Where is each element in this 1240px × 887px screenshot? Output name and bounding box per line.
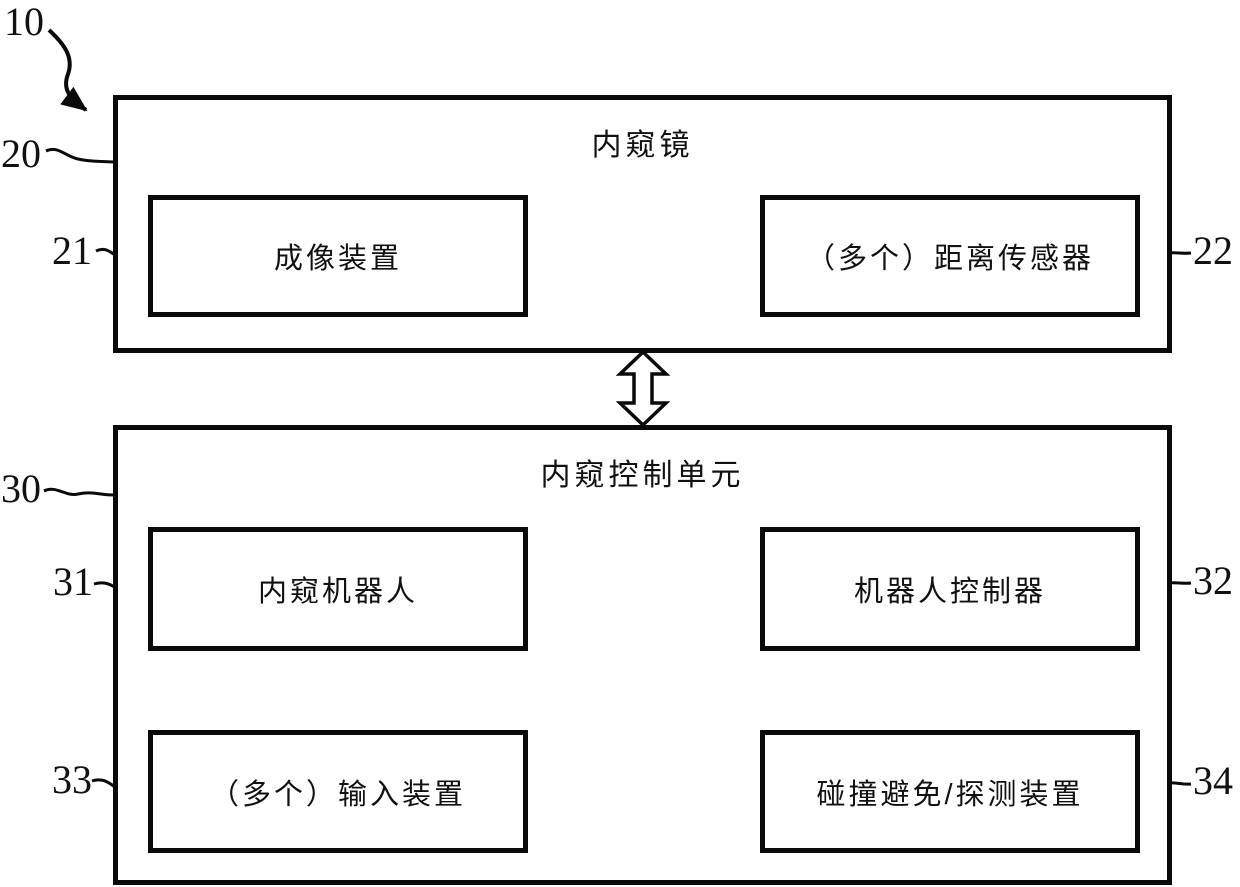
input-device-box: （多个）输入装置 bbox=[148, 730, 528, 853]
endoscopic-robot-box: 内窥机器人 bbox=[148, 527, 528, 651]
ref-label-control-unit: 30 bbox=[1, 466, 41, 511]
endoscope-box: 内窥镜 成像装置 （多个）距离传感器 bbox=[113, 95, 1172, 353]
distance-sensor-box: （多个）距离传感器 bbox=[760, 195, 1140, 317]
ref-10-arrow bbox=[47, 28, 88, 112]
bidirectional-arrow-vertical bbox=[615, 349, 671, 428]
endoscope-title: 内窥镜 bbox=[591, 129, 694, 162]
ref-label-collision-device: 34 bbox=[1193, 758, 1233, 803]
control-unit-title: 内窥控制单元 bbox=[540, 459, 745, 492]
endoscopic-robot-label: 内窥机器人 bbox=[257, 576, 418, 608]
ref-20-connector bbox=[45, 147, 114, 164]
ref-label-system: 10 bbox=[4, 0, 44, 44]
robot-controller-label: 机器人控制器 bbox=[853, 576, 1046, 608]
control-unit-box: 内窥控制单元 内窥机器人 机器人控制器 （多个）输入装置 碰撞避免/探测装置 bbox=[113, 425, 1172, 885]
robot-controller-box: 机器人控制器 bbox=[760, 527, 1140, 651]
input-device-label: （多个）输入装置 bbox=[209, 778, 466, 811]
distance-sensor-label: （多个）距离传感器 bbox=[805, 243, 1094, 275]
ref-label-distance-sensor: 22 bbox=[1193, 228, 1233, 273]
collision-device-box: 碰撞避免/探测装置 bbox=[760, 730, 1140, 853]
ref-label-endoscope: 20 bbox=[1, 131, 41, 176]
ref-label-endoscopic-robot: 31 bbox=[53, 559, 93, 604]
ref-30-connector bbox=[43, 487, 114, 497]
imaging-device-box: 成像装置 bbox=[148, 195, 528, 317]
ref-label-robot-controller: 32 bbox=[1193, 558, 1233, 603]
collision-device-label: 碰撞避免/探测装置 bbox=[816, 778, 1084, 811]
imaging-device-label: 成像装置 bbox=[273, 243, 402, 275]
ref-label-imaging-device: 21 bbox=[52, 228, 92, 273]
ref-label-input-device: 33 bbox=[52, 757, 92, 802]
